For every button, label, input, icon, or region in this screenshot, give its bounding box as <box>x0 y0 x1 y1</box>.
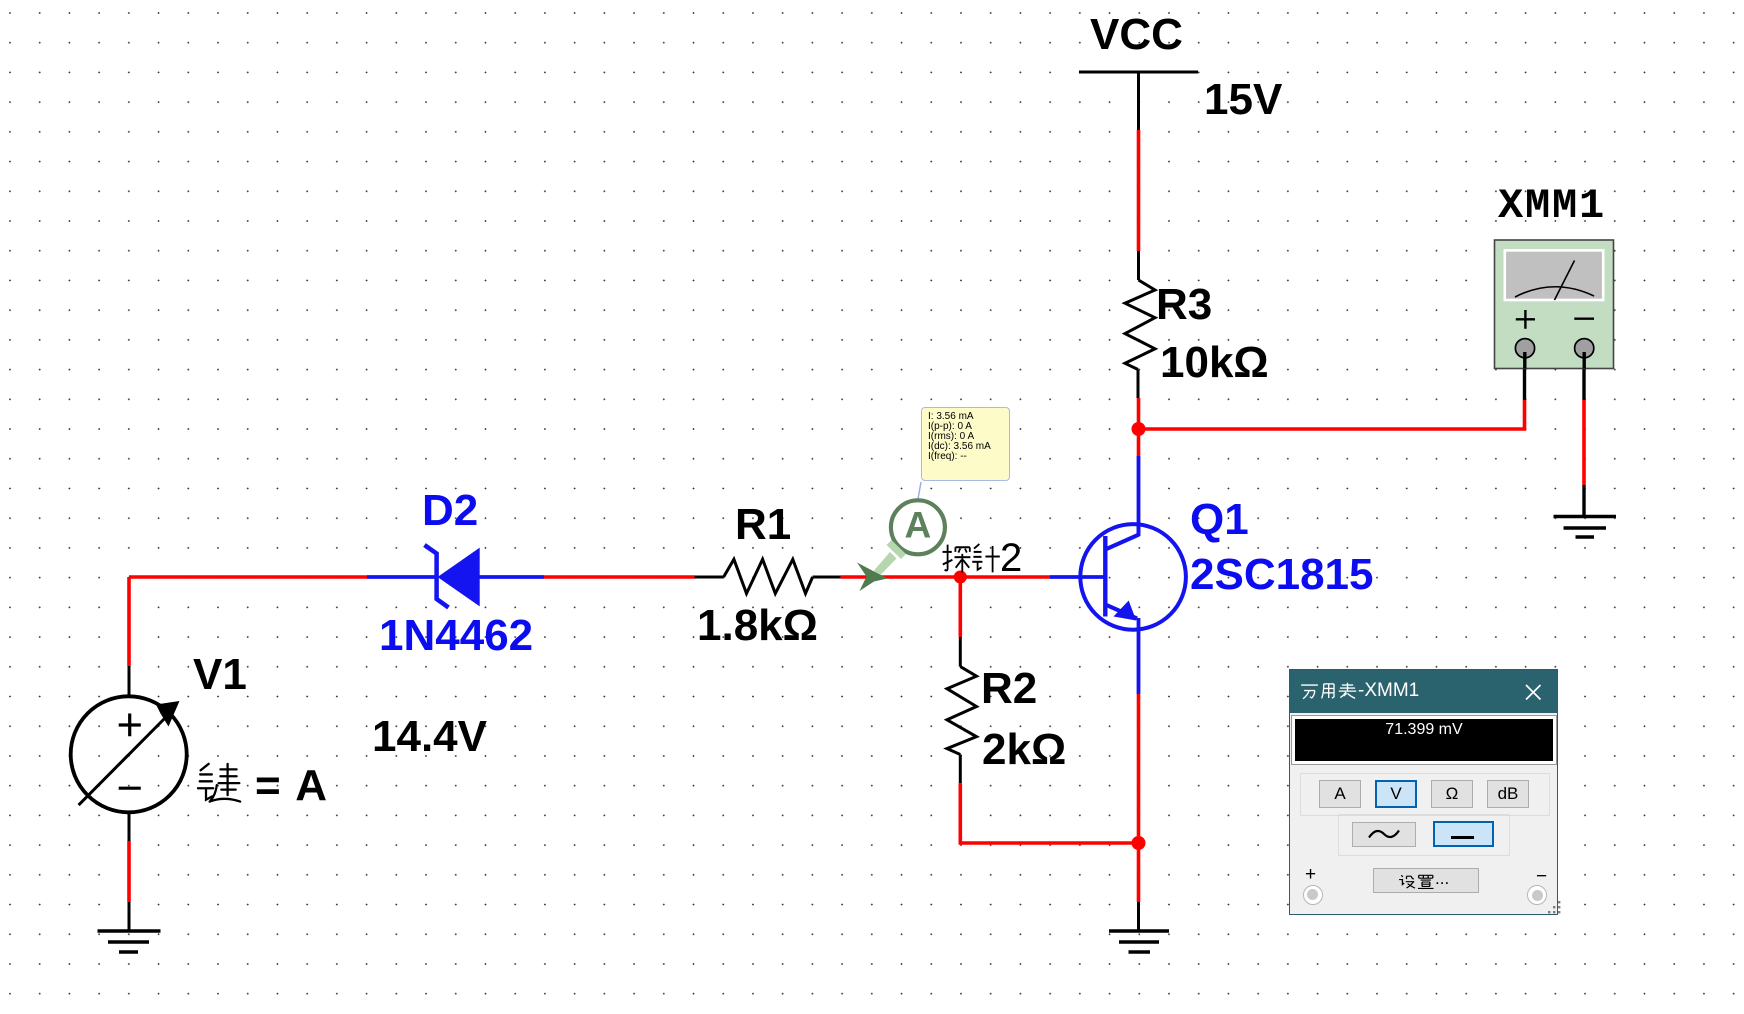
svg-text:A: A <box>905 505 932 546</box>
